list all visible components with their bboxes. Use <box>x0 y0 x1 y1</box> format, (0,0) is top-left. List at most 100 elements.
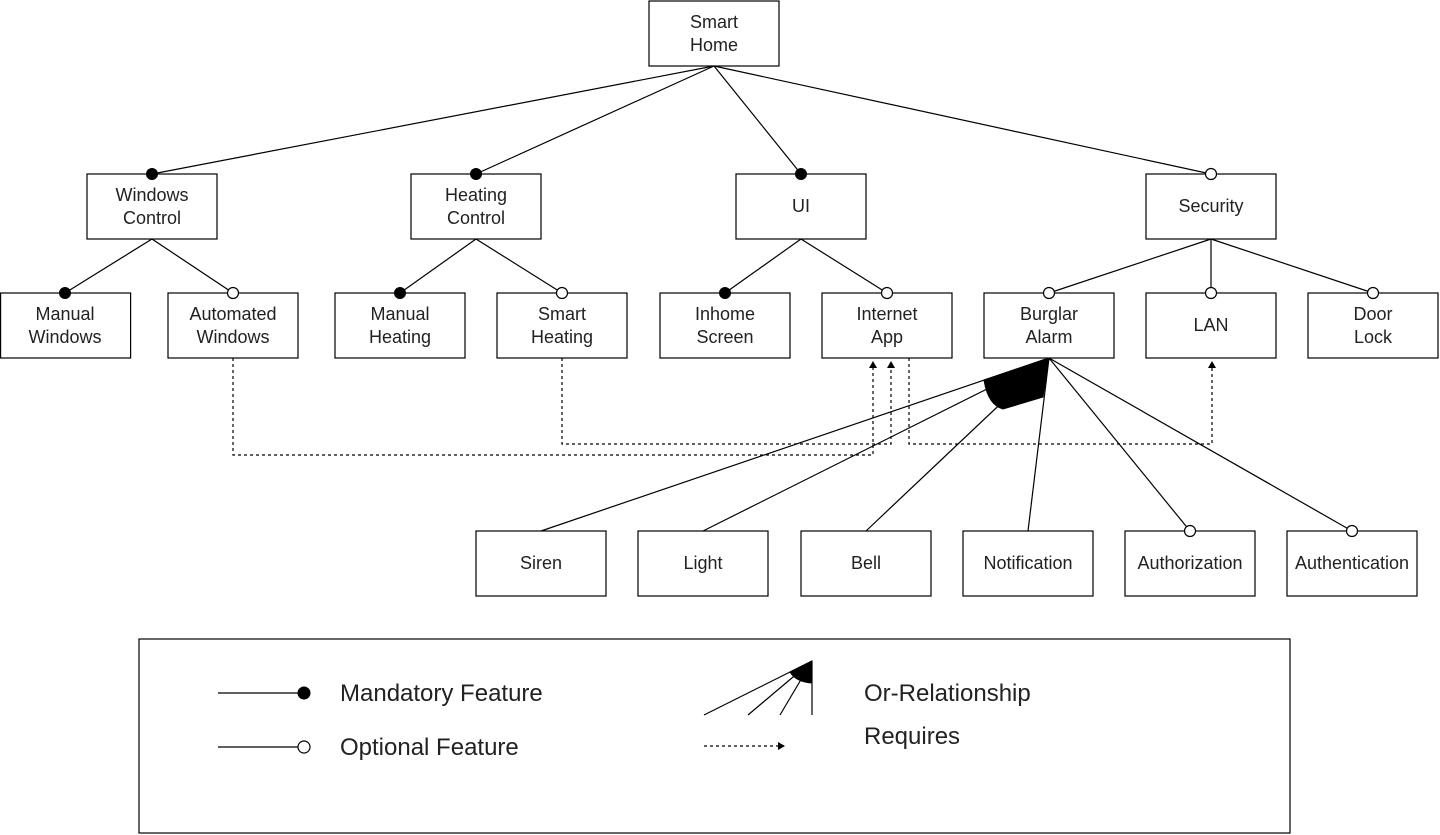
feature-manual-heating-label-1: Manual <box>370 304 429 324</box>
feature-inhome-screen: Inhome Screen <box>659 292 791 359</box>
feature-burglar-alarm-label-2: Alarm <box>1025 327 1072 347</box>
feature-internet-app-label-2: App <box>871 327 903 347</box>
feature-smart-home: Smart Home <box>648 0 780 67</box>
edge-burglar-alarm-authentication <box>1048 357 1353 532</box>
feature-burglar-alarm-label-1: Burglar <box>1020 304 1078 324</box>
edge-ui-internet-app <box>800 238 888 294</box>
feature-bell: Bell <box>800 530 932 597</box>
feature-heating-control-label-1: Heating <box>445 185 507 205</box>
feature-smart-heating-label-2: Heating <box>531 327 593 347</box>
mandatory-marker <box>719 287 731 299</box>
feature-windows-control-label-1: Windows <box>115 185 188 205</box>
feature-manual-windows-label-2: Windows <box>28 327 101 347</box>
legend-frame <box>138 638 1291 834</box>
feature-smart-home-label-1: Smart <box>690 12 738 32</box>
feature-boxes: Smart Home Windows Control Heating Contr… <box>0 0 1439 597</box>
feature-door-lock-label-1: Door <box>1353 304 1392 324</box>
legend-or-label: Or-Relationship <box>864 680 1031 707</box>
edge-windows-control-manual-windows <box>64 238 153 294</box>
feature-automated-windows-label-1: Automated <box>189 304 276 324</box>
relation-markers <box>59 167 1380 538</box>
feature-door-lock: Door Lock <box>1307 292 1439 359</box>
feature-heating-control: Heating Control <box>410 173 542 240</box>
edge-heating-control-smart-heating <box>475 238 563 294</box>
optional-marker <box>1183 524 1197 538</box>
feature-lan-label: LAN <box>1193 315 1228 335</box>
feature-notification: Notification <box>962 530 1094 597</box>
feature-siren-label: Siren <box>520 553 562 573</box>
feature-inhome-screen-label-2: Screen <box>696 327 753 347</box>
feature-lan: LAN <box>1145 292 1277 359</box>
edge-smart-home-heating-control <box>475 65 715 175</box>
edge-heating-control-manual-heating <box>399 238 477 294</box>
optional-marker <box>1366 286 1380 300</box>
mandatory-marker <box>470 168 482 180</box>
feature-smart-heating: Smart Heating <box>496 292 628 359</box>
feature-heating-control-label-2: Control <box>447 208 505 228</box>
legend-mandatory: Mandatory Feature <box>218 680 543 707</box>
feature-manual-heating-label-2: Heating <box>369 327 431 347</box>
requires-automated-windows-internet-app <box>232 358 877 456</box>
feature-authorization: Authorization <box>1124 530 1256 597</box>
feature-siren: Siren <box>475 530 607 597</box>
feature-smart-home-label-2: Home <box>690 35 738 55</box>
legend-mandatory-label: Mandatory Feature <box>340 680 543 707</box>
feature-internet-app: Internet App <box>821 292 953 359</box>
feature-ui: UI <box>735 173 867 240</box>
feature-manual-heating: Manual Heating <box>334 292 466 359</box>
feature-ui-label: UI <box>792 196 810 216</box>
feature-door-lock-label-2: Lock <box>1354 327 1393 347</box>
edge-smart-home-security <box>713 65 1212 175</box>
requires-smart-heating-internet-app <box>561 358 895 445</box>
legend-requires: Requires <box>704 723 960 750</box>
feature-authentication-label: Authentication <box>1295 553 1409 573</box>
feature-windows-control: Windows Control <box>86 173 218 240</box>
feature-manual-windows: Manual Windows <box>0 292 132 359</box>
legend-mandatory-marker <box>297 686 311 700</box>
optional-marker <box>1042 286 1056 300</box>
optional-marker <box>555 286 569 300</box>
legend-or-arc <box>789 660 813 684</box>
or-relationship-arc <box>983 357 1050 410</box>
legend: Mandatory Feature Optional Feature Or-Re… <box>138 638 1291 834</box>
edge-smart-home-windows-control <box>151 65 715 175</box>
feature-windows-control-label-2: Control <box>123 208 181 228</box>
optional-marker <box>1204 286 1218 300</box>
feature-authorization-label: Authorization <box>1137 553 1242 573</box>
edge-burglar-alarm-notification <box>1027 357 1050 532</box>
legend-requires-label: Requires <box>864 723 960 750</box>
requires-internet-app-lan <box>908 358 1216 445</box>
feature-internet-app-label-1: Internet <box>856 304 917 324</box>
optional-marker <box>1345 524 1359 538</box>
legend-optional-label: Optional Feature <box>340 734 519 761</box>
edge-security-burglar-alarm <box>1048 238 1212 294</box>
optional-marker <box>1204 167 1218 181</box>
mandatory-marker <box>59 287 71 299</box>
legend-or-relationship: Or-Relationship <box>703 660 1031 716</box>
feature-burglar-alarm: Burglar Alarm <box>983 292 1115 359</box>
feature-light: Light <box>637 530 769 597</box>
mandatory-marker <box>795 168 807 180</box>
feature-authentication: Authentication <box>1286 530 1418 597</box>
optional-marker <box>880 286 894 300</box>
feature-automated-windows: Automated Windows <box>167 292 299 359</box>
feature-automated-windows-label-2: Windows <box>196 327 269 347</box>
mandatory-marker <box>146 168 158 180</box>
feature-manual-windows-label-1: Manual <box>35 304 94 324</box>
feature-security: Security <box>1145 173 1277 240</box>
optional-marker <box>226 286 240 300</box>
mandatory-marker <box>394 287 406 299</box>
feature-light-label: Light <box>683 553 722 573</box>
legend-optional: Optional Feature <box>218 734 519 761</box>
edge-security-door-lock <box>1210 238 1374 294</box>
feature-security-label: Security <box>1178 196 1243 216</box>
feature-smart-heating-label-1: Smart <box>538 304 586 324</box>
feature-bell-label: Bell <box>851 553 881 573</box>
feature-notification-label: Notification <box>983 553 1072 573</box>
requires-edges <box>232 358 1216 456</box>
edge-ui-inhome-screen <box>724 238 802 294</box>
feature-inhome-screen-label-1: Inhome <box>695 304 755 324</box>
edge-smart-home-ui <box>713 65 802 175</box>
edge-windows-control-automated-windows <box>151 238 234 294</box>
